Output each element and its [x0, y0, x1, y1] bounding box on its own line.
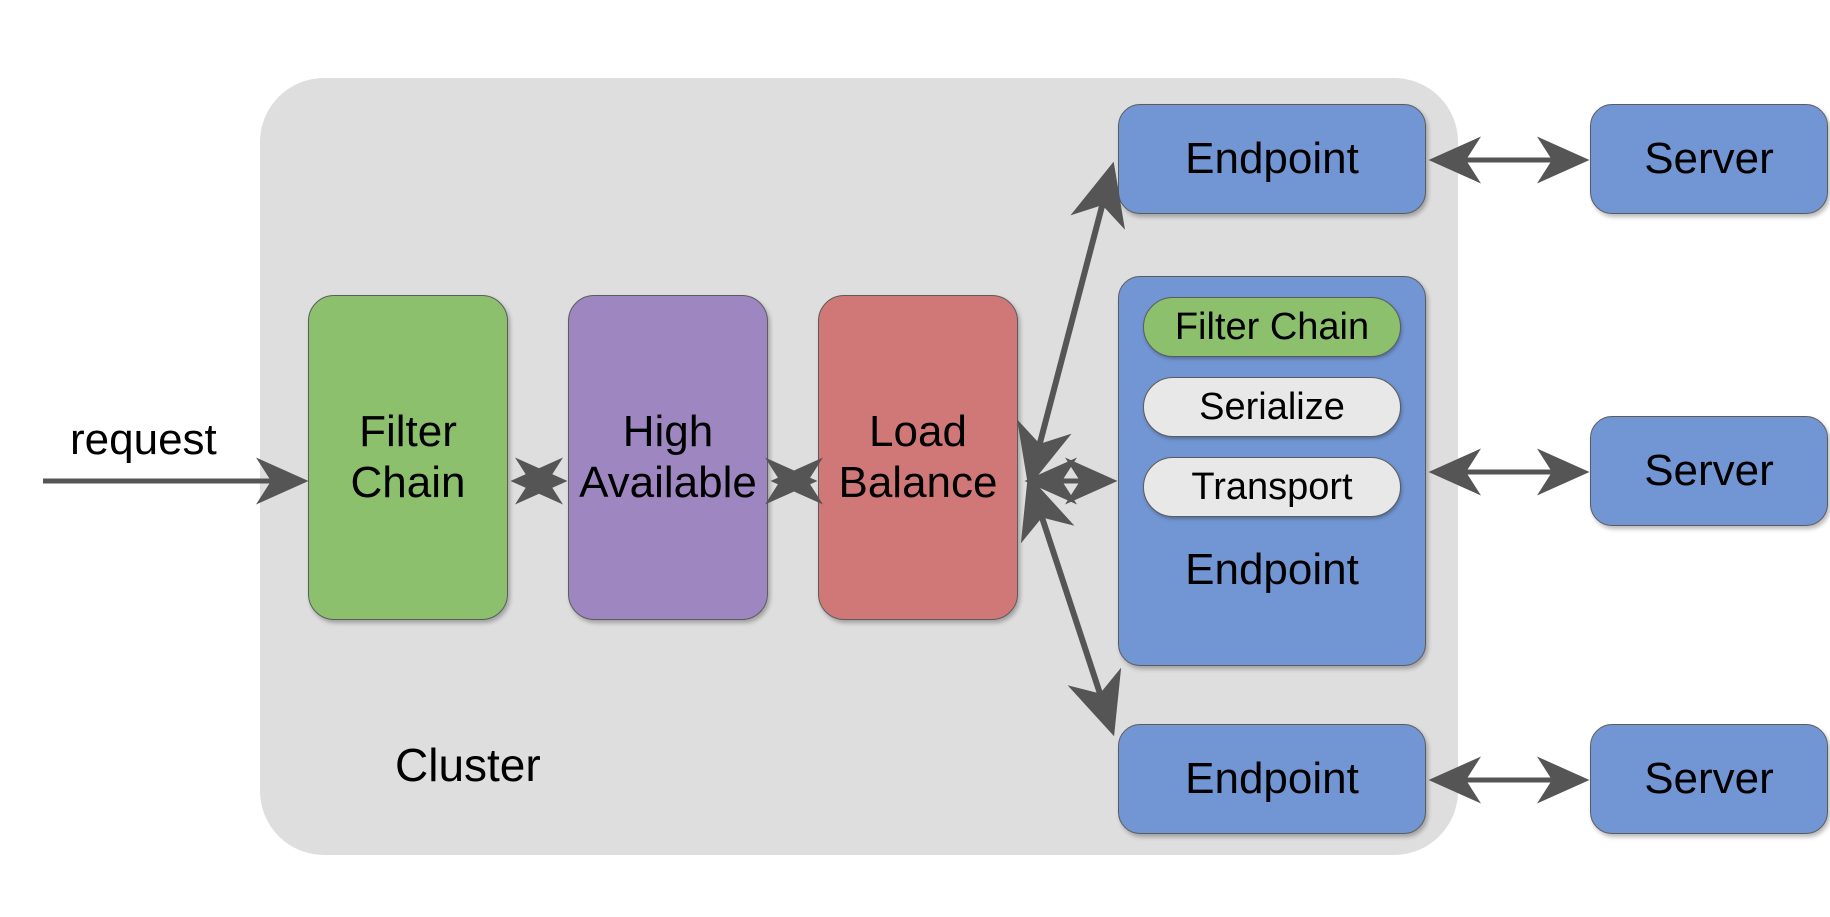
- node-high-available-label: High Available: [579, 407, 757, 508]
- node-high-available-line1: High: [622, 406, 714, 456]
- server-bottom[interactable]: Server: [1590, 724, 1828, 834]
- node-filter-chain[interactable]: Filter Chain: [308, 295, 508, 620]
- endpoint-expanded[interactable]: Filter Chain Serialize Transport Endpoin…: [1118, 276, 1426, 666]
- node-high-available[interactable]: High Available: [568, 295, 768, 620]
- request-label: request: [70, 415, 217, 464]
- cluster-label: Cluster: [395, 739, 541, 791]
- endpoint-inner-transport-label: Transport: [1191, 465, 1353, 508]
- endpoint-top-label: Endpoint: [1185, 134, 1359, 183]
- server-bottom-label: Server: [1644, 754, 1774, 803]
- node-high-available-line2: Available: [579, 457, 757, 507]
- endpoint-inner-filter-chain[interactable]: Filter Chain: [1143, 297, 1401, 357]
- endpoint-inner-serialize[interactable]: Serialize: [1143, 377, 1401, 437]
- node-filter-chain-line1: Filter: [359, 406, 457, 456]
- server-top[interactable]: Server: [1590, 104, 1828, 214]
- endpoint-expanded-label: Endpoint: [1185, 545, 1359, 594]
- endpoint-top[interactable]: Endpoint: [1118, 104, 1426, 214]
- node-load-balance-line2: Balance: [838, 457, 998, 507]
- server-top-label: Server: [1644, 134, 1774, 183]
- node-filter-chain-label: Filter Chain: [351, 407, 466, 508]
- node-load-balance[interactable]: Load Balance: [818, 295, 1018, 620]
- endpoint-bottom-label: Endpoint: [1185, 754, 1359, 803]
- server-mid[interactable]: Server: [1590, 416, 1828, 526]
- node-load-balance-label: Load Balance: [838, 407, 997, 508]
- node-load-balance-line1: Load: [869, 406, 967, 456]
- server-mid-label: Server: [1644, 446, 1774, 495]
- endpoint-bottom[interactable]: Endpoint: [1118, 724, 1426, 834]
- endpoint-inner-filter-chain-label: Filter Chain: [1174, 305, 1370, 348]
- node-filter-chain-line2: Chain: [350, 457, 466, 507]
- endpoint-inner-transport[interactable]: Transport: [1143, 457, 1401, 517]
- endpoint-inner-serialize-label: Serialize: [1199, 385, 1345, 428]
